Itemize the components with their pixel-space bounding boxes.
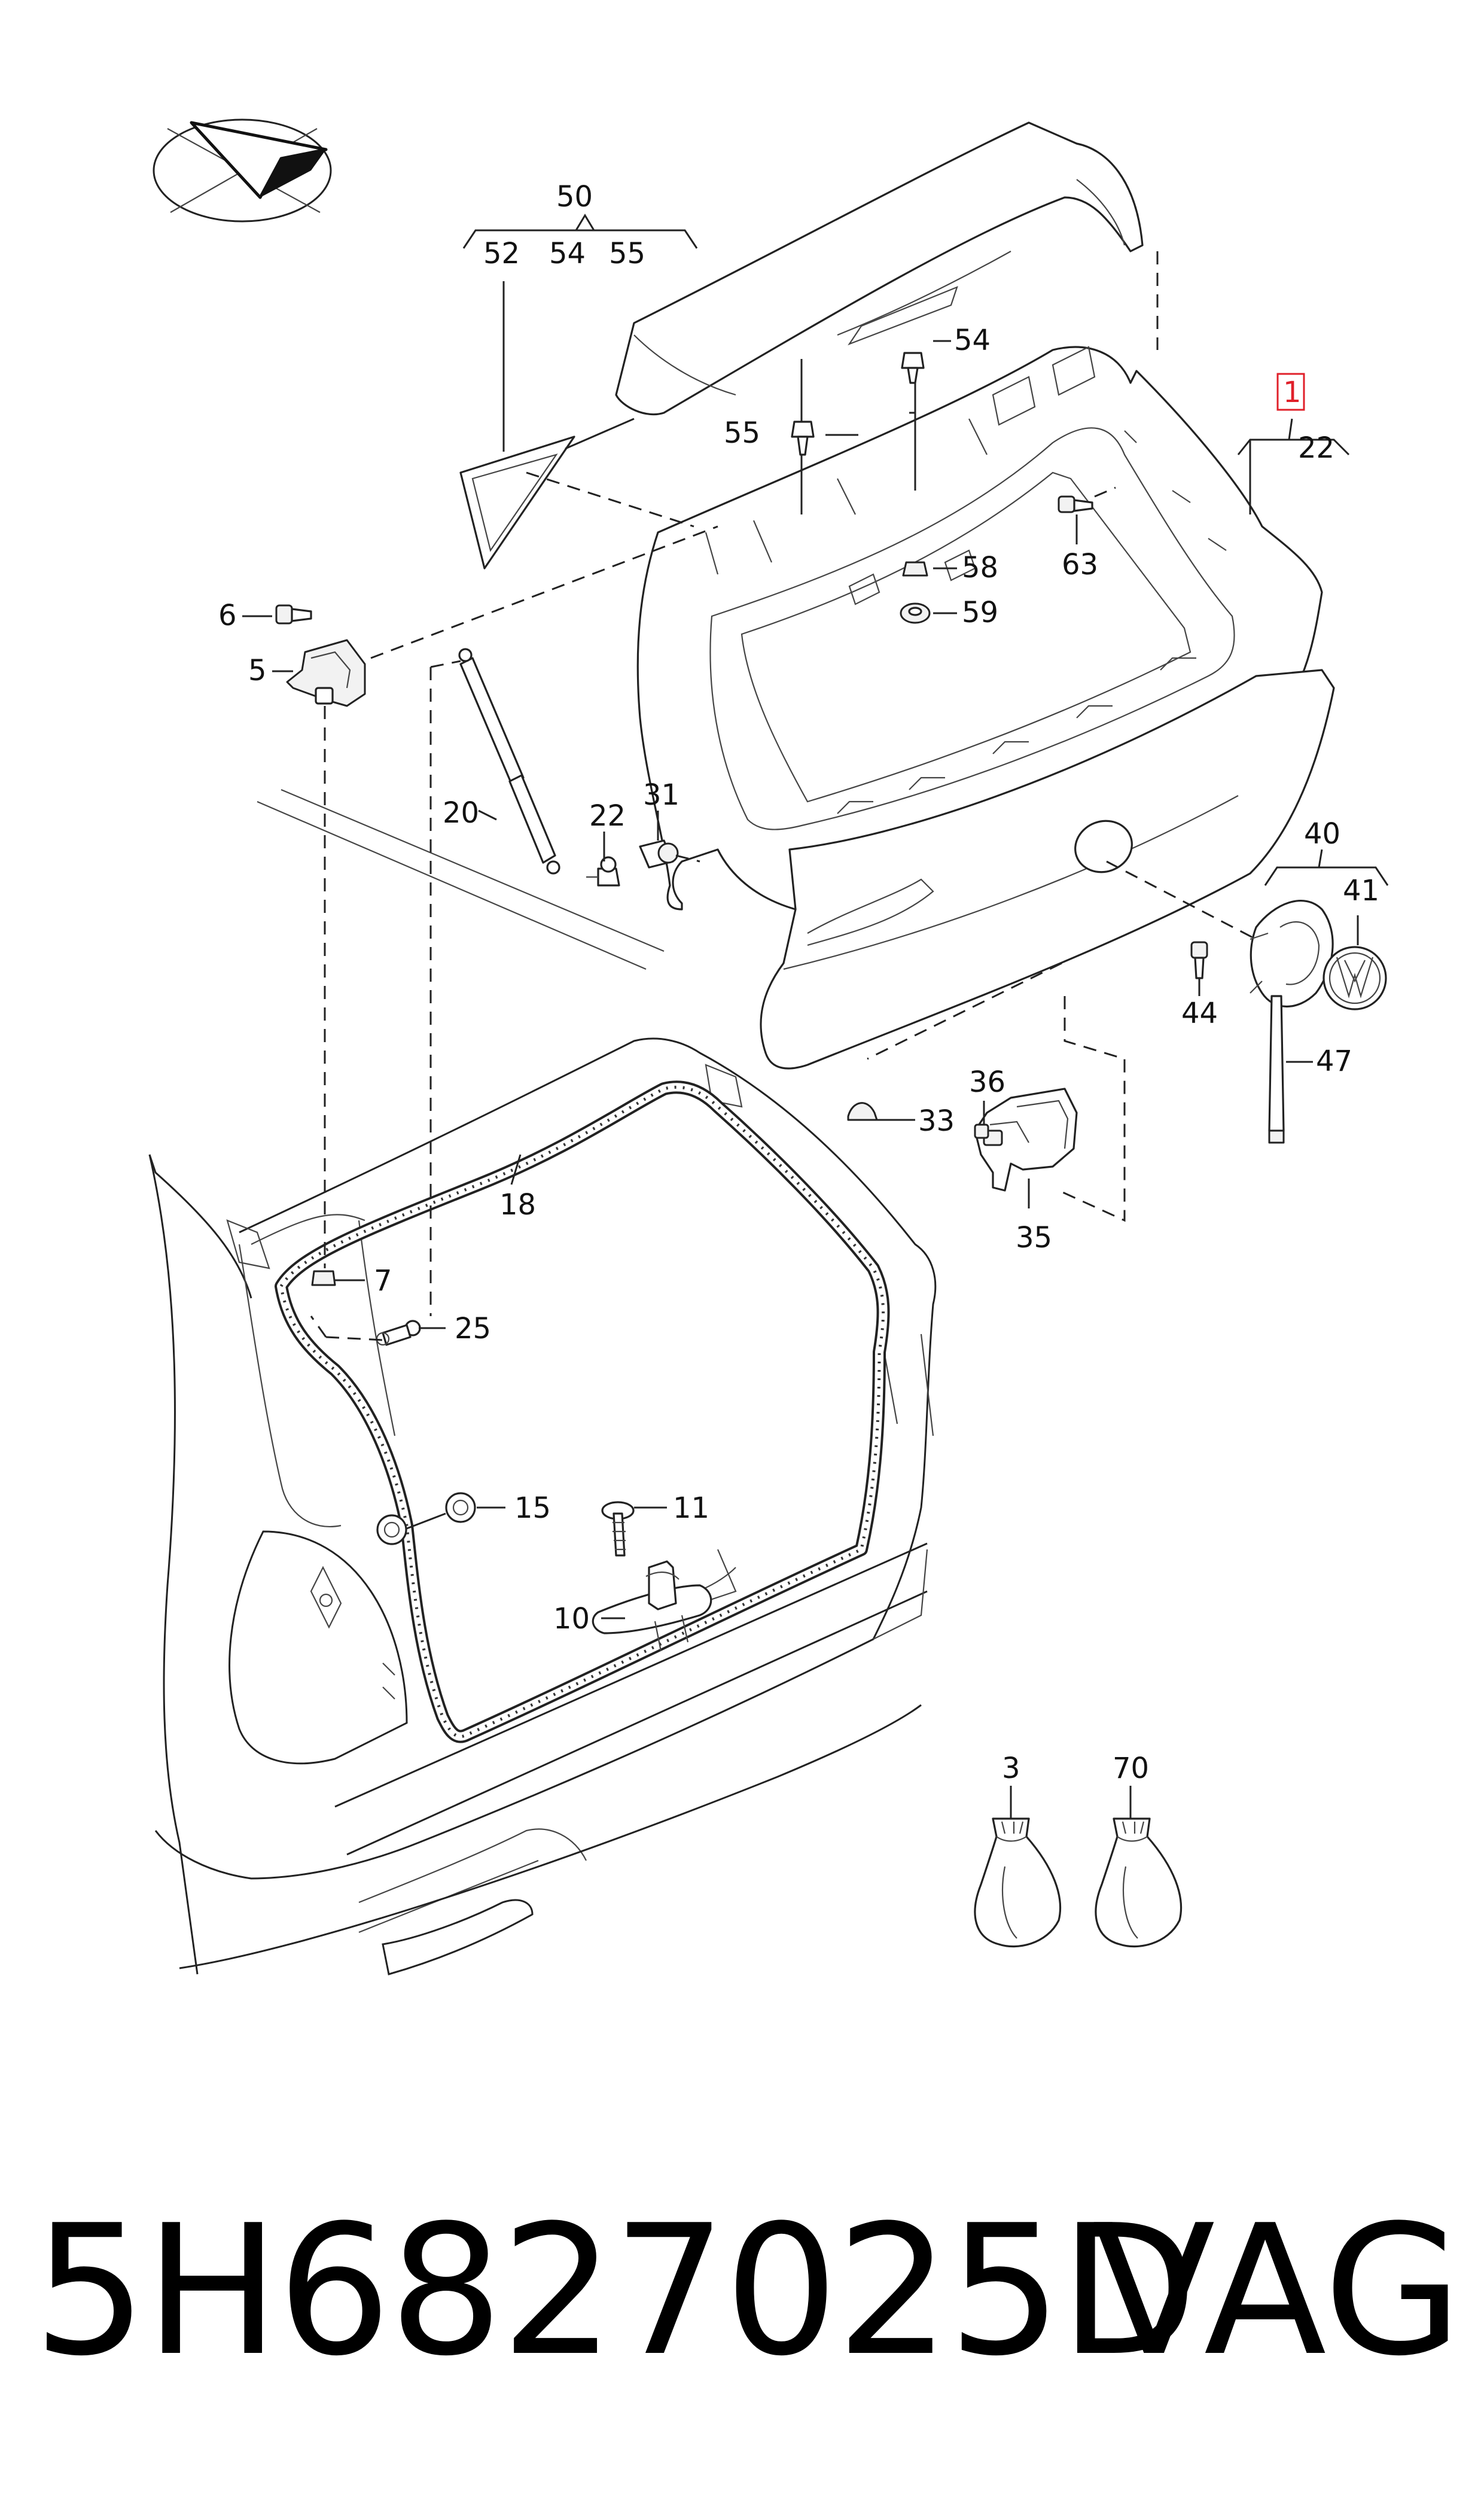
- callout-41: 41: [1343, 874, 1379, 908]
- callout-44: 44: [1181, 997, 1218, 1030]
- callout-22: 22: [589, 799, 626, 833]
- grease-sachet-3: [974, 1817, 1062, 1948]
- spoiler-end-cap: [459, 436, 575, 570]
- callout-54-spoiler: 54: [549, 237, 586, 270]
- ball-stud-22: [586, 856, 620, 887]
- callout-55-spoiler: 55: [609, 237, 645, 270]
- vehicle-rear-body: [148, 788, 937, 1975]
- callout-labels: 1 22 50 52 54 55 54 55 58 59 63 6 5 20 3…: [218, 180, 1379, 1785]
- callout-50: 50: [556, 180, 593, 214]
- direction-arrow-icon: [153, 118, 332, 223]
- callout-7: 7: [374, 1264, 392, 1298]
- buffer-33: [847, 1102, 878, 1121]
- callout-55: 55: [724, 416, 760, 450]
- hinge: [286, 639, 366, 707]
- callout-25: 25: [455, 1312, 491, 1345]
- callout-40: 40: [1304, 817, 1340, 851]
- callout-11: 11: [673, 1491, 709, 1525]
- callout-15: 15: [514, 1491, 551, 1525]
- screw-63: [1058, 495, 1093, 513]
- release-rod-47: [1268, 995, 1285, 1144]
- screw-36: [974, 1123, 989, 1139]
- lock-actuator: [974, 1088, 1078, 1192]
- callout-3: 3: [1002, 1752, 1020, 1785]
- callout-20: 20: [443, 796, 479, 830]
- emblem-carrier: [1250, 900, 1334, 1007]
- screw-44: [1190, 941, 1208, 979]
- bolt-6: [275, 604, 312, 625]
- callout-36: 36: [969, 1065, 1005, 1099]
- callout-70: 70: [1113, 1752, 1149, 1785]
- callout-52: 52: [483, 237, 520, 270]
- gas-strut: [458, 648, 560, 875]
- callout-22-tailgate: 22: [1298, 431, 1334, 465]
- washer-59: [900, 602, 931, 624]
- clip-55: [791, 421, 815, 456]
- callout-6: 6: [218, 599, 237, 632]
- part-number-label: 5H6827025D: [33, 2187, 1198, 2395]
- callout-10: 10: [553, 1602, 590, 1636]
- caption-bar: 5H6827025D VAG: [33, 2190, 1462, 2393]
- ball-stud-25: [376, 1320, 421, 1346]
- rear-spoiler: [615, 121, 1144, 416]
- nut-7: [311, 1270, 336, 1286]
- door-seal: [275, 1080, 890, 1743]
- brand-label: VAG: [1092, 2187, 1462, 2395]
- callout-58: 58: [962, 551, 998, 584]
- exploded-parts-diagram: 1 22 50 52 54 55 54 55 58 59 63 6 5 20 3…: [148, 118, 1389, 1975]
- callout-31: 31: [643, 778, 679, 812]
- callout-18: 18: [499, 1188, 536, 1222]
- callout-5: 5: [248, 654, 267, 687]
- callout-1-highlight: [1276, 373, 1305, 411]
- grease-sachet-70: [1095, 1817, 1183, 1948]
- callout-59: 59: [962, 596, 998, 629]
- nut-58: [902, 561, 928, 577]
- tailgate-panel: [636, 346, 1335, 1070]
- vw-emblem: [1323, 946, 1387, 1010]
- striker-10: [592, 1560, 712, 1652]
- callout-63: 63: [1062, 548, 1098, 581]
- buffer-31: [639, 839, 679, 869]
- callout-35: 35: [1016, 1221, 1052, 1255]
- screw-11: [601, 1501, 635, 1557]
- callout-47: 47: [1316, 1045, 1352, 1078]
- callout-1: 1: [1283, 376, 1302, 409]
- leader-lines: [242, 214, 1389, 1819]
- callout-33: 33: [918, 1104, 955, 1138]
- clip-54: [901, 352, 925, 384]
- plug-15: [376, 1492, 476, 1545]
- callout-54: 54: [954, 324, 991, 357]
